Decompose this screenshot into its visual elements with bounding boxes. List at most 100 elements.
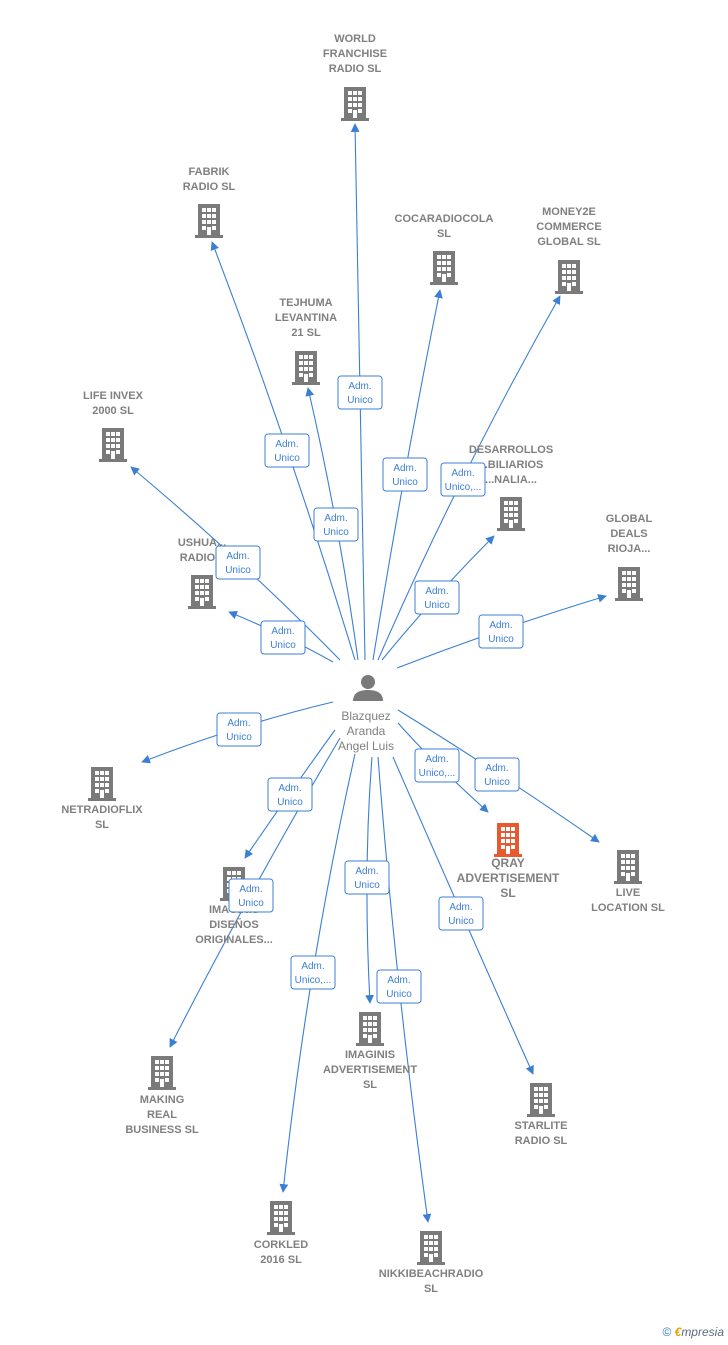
company-name-line: SL	[363, 1079, 377, 1091]
building-icon	[615, 567, 643, 601]
company-name-line: BUSINESS SL	[125, 1124, 199, 1136]
relation-label-box	[216, 712, 262, 747]
relation-label-box	[313, 507, 359, 542]
relation-label-text: Unico	[424, 600, 450, 611]
relation-label-text: Adm.	[449, 902, 472, 913]
copyright-symbol: ©	[662, 1325, 672, 1339]
company-name-line: 2016 SL	[260, 1254, 302, 1266]
relation-label-text: Unico	[392, 477, 418, 488]
company-name-line: NIKKIBEACHRADIO	[379, 1268, 484, 1280]
company-node-ushuaia[interactable]: USHUA...RADIO...	[178, 537, 226, 609]
relation-label-box	[440, 462, 486, 497]
relation-label-corkled[interactable]: Adm.Unico,...	[290, 955, 336, 990]
relation-label-text: Adm.	[489, 620, 512, 631]
relation-label-world[interactable]: Adm.Unico	[337, 375, 383, 410]
company-node-tejhuma[interactable]: TEJHUMA LEVANTINA 21 SL	[275, 297, 337, 385]
relation-label-lifeinvex[interactable]: Adm.Unico	[215, 545, 261, 580]
company-name-line: TEJHUMA	[279, 297, 332, 309]
relation-label-cocaradiocola[interactable]: Adm. Unico	[382, 457, 428, 492]
relation-label-text: Adm.	[271, 626, 294, 637]
company-name-line: ADVERTISEMENT	[457, 871, 560, 885]
relation-label-imaginisadv[interactable]: Adm.Unico	[344, 860, 390, 895]
person-name-line: Blazquez	[341, 709, 390, 723]
company-name-line: 21 SL	[291, 327, 321, 339]
relation-label-text: Adm.	[425, 586, 448, 597]
building-icon	[417, 1231, 445, 1265]
building-icon	[527, 1083, 555, 1117]
company-name-line: COMMERCE	[536, 221, 601, 233]
building-icon	[188, 575, 216, 609]
relation-label-tejhuma[interactable]: Adm.Unico	[313, 507, 359, 542]
relation-label-text: Unico	[270, 640, 296, 651]
empresia-credit[interactable]: © €mpresia	[662, 1325, 724, 1339]
company-name-line: RADIO SL	[515, 1135, 568, 1147]
building-icon	[494, 823, 522, 857]
relation-label-money2e[interactable]: Adm.Unico,...	[440, 462, 486, 497]
person-icon	[353, 675, 383, 701]
company-name-line: RADIO SL	[329, 63, 382, 75]
company-node-starlite[interactable]: STARLITE RADIO SL	[515, 1083, 568, 1147]
brand-logo: €mpresia	[674, 1325, 724, 1339]
relation-label-text: Unico	[238, 898, 264, 909]
relation-label-text: Adm.	[393, 463, 416, 474]
relation-label-text: Unico,...	[419, 768, 456, 779]
company-name-line: WORLD	[334, 33, 376, 45]
relation-label-box	[215, 545, 261, 580]
company-node-desarrollos[interactable]: DESARROLLOS...BILIARIOS...NALIA...	[469, 444, 553, 531]
relation-label-nikkibeach[interactable]: Adm.Unico	[376, 969, 422, 1004]
relation-label-desarrollos[interactable]: Adm. Unico	[414, 580, 460, 615]
company-name-line: LEVANTINA	[275, 312, 337, 324]
company-name-line: ORIGINALES...	[195, 934, 273, 946]
company-name-line: STARLITE	[515, 1120, 568, 1132]
relation-label-livelocation[interactable]: Adm.Unico	[474, 757, 520, 792]
relation-label-text: Adm.	[278, 783, 301, 794]
relation-label-box	[438, 896, 484, 931]
relation-label-text: Adm.	[239, 884, 262, 895]
relation-label-text: Adm.	[275, 439, 298, 450]
company-name-line: LOCATION SL	[591, 902, 665, 914]
company-name-line: ...BILIARIOS	[479, 459, 544, 471]
company-name-line: RIOJA...	[608, 543, 651, 555]
relation-label-box	[267, 777, 313, 812]
relation-label-imaginisdisenos[interactable]: Adm. Unico	[267, 777, 313, 812]
relation-label-box	[337, 375, 383, 410]
relation-label-ushuaia[interactable]: Adm. Unico	[260, 620, 306, 655]
relation-label-text: Unico	[354, 880, 380, 891]
relation-label-qray[interactable]: Adm.Unico,...	[414, 748, 460, 783]
relation-label-text: Unico	[277, 797, 303, 808]
building-icon	[614, 850, 642, 884]
relation-label-text: Adm.	[324, 513, 347, 524]
building-icon	[267, 1201, 295, 1235]
relation-label-netradioflix[interactable]: Adm.Unico	[216, 712, 262, 747]
relation-label-globaldeals[interactable]: Adm.Unico	[478, 614, 524, 649]
relation-label-text: Adm.	[348, 381, 371, 392]
company-name-line: 2000 SL	[92, 405, 134, 417]
company-name-line: NETRADIOFLIX	[61, 804, 143, 816]
relation-label-fabrik[interactable]: Adm.Unico	[264, 433, 310, 468]
relation-label-making[interactable]: Adm. Unico	[228, 878, 274, 913]
company-name-line: MAKING	[140, 1094, 185, 1106]
building-icon	[292, 351, 320, 385]
company-node-globaldeals[interactable]: GLOBALDEALSRIOJA...	[606, 513, 653, 601]
relation-label-text: Unico	[386, 989, 412, 1000]
relation-label-box	[290, 955, 336, 990]
relation-label-text: Unico,...	[295, 975, 332, 986]
relation-label-box	[478, 614, 524, 649]
person-name-line: Angel Luis	[338, 739, 394, 753]
company-name-line: MONEY2E	[542, 206, 596, 218]
relation-label-starlite[interactable]: Adm.Unico	[438, 896, 484, 931]
